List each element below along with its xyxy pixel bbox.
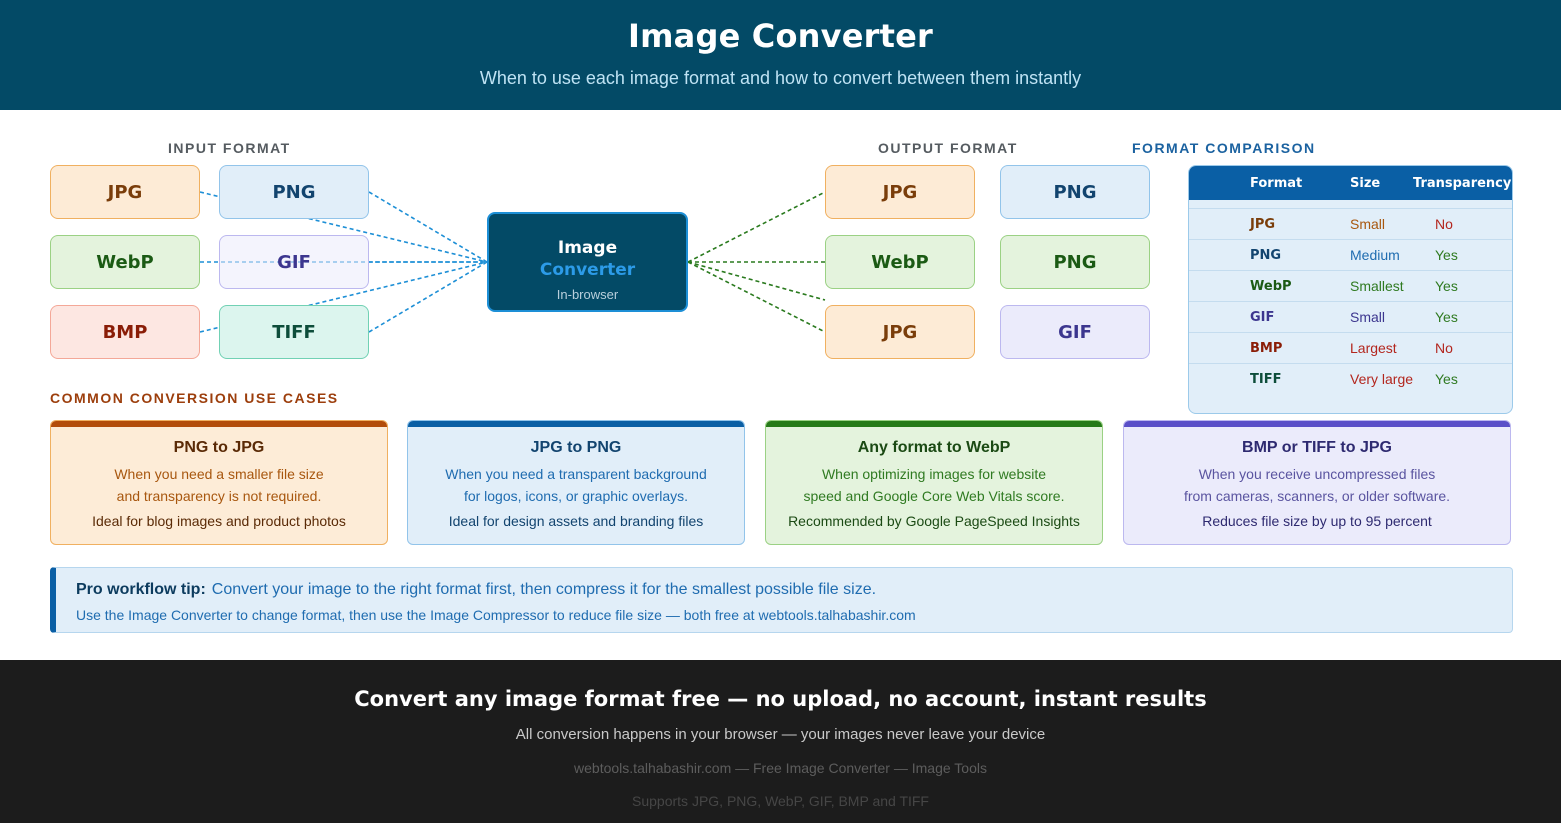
footer-headline: Convert any image format free — no uploa… <box>354 687 1207 711</box>
output-format-gif: GIF <box>1000 305 1150 359</box>
use-case-card-bmp-tiff-to-jpg: BMP or TIFF to JPG When you receive unco… <box>1123 420 1511 545</box>
use-case-description: for logos, icons, or graphic overlays. <box>463 488 689 504</box>
pro-tip-box: Pro workflow tip: Convert your image to t… <box>50 567 1513 633</box>
table-row: TIFF Very large Yes <box>1189 363 1512 395</box>
use-case-note: Recommended by Google PageSpeed Insights <box>788 513 1080 529</box>
table-cell-size: Medium <box>1350 247 1400 263</box>
table-row: WebP Smallest Yes <box>1189 270 1512 302</box>
header-banner: Image Converter When to use each image f… <box>0 0 1561 110</box>
column-header-transparency: Transparency <box>1413 176 1512 191</box>
use-case-title: Any format to WebP <box>857 439 1011 456</box>
table-row: GIF Small Yes <box>1189 301 1512 333</box>
column-header-format: Format <box>1250 176 1303 191</box>
input-format-png: PNG <box>219 165 369 219</box>
input-format-jpg: JPG <box>50 165 200 219</box>
connector-line <box>687 261 826 301</box>
table-cell-format: PNG <box>1250 248 1282 263</box>
table-cell-format: BMP <box>1250 341 1283 356</box>
use-case-description: speed and Google Core Web Vitals score. <box>803 488 1065 504</box>
use-case-title: JPG to PNG <box>530 439 622 456</box>
table-cell-size: Very large <box>1350 371 1414 387</box>
table-cell-size: Small <box>1350 216 1386 232</box>
table-cell-format: GIF <box>1250 310 1275 325</box>
use-case-title: BMP or TIFF to JPG <box>1242 439 1392 456</box>
converter-title: Image <box>557 238 618 258</box>
use-case-description: When you need a smaller file size <box>114 466 324 482</box>
footer-supported-formats: Supports JPG, PNG, WebP, GIF, BMP and TI… <box>632 793 929 809</box>
use-case-card-jpg-to-png: JPG to PNG When you need a transparent b… <box>407 420 745 545</box>
use-case-title: PNG to JPG <box>173 439 265 456</box>
converter-subtitle: Converter <box>539 260 636 280</box>
output-format-label: OUTPUT FORMAT <box>878 140 1018 156</box>
output-format-webp: WebP <box>825 235 975 289</box>
card-accent-bar <box>51 421 387 427</box>
input-format-webp: WebP <box>50 235 200 289</box>
table-cell-transparency: Yes <box>1435 309 1458 325</box>
converter-caption: In-browser <box>556 287 619 302</box>
table-cell-size: Smallest <box>1350 278 1404 294</box>
use-case-description: When you receive uncompressed files <box>1198 466 1436 482</box>
table-cell-format: WebP <box>1250 279 1292 294</box>
table-cell-size: Small <box>1350 309 1386 325</box>
input-format-gif: GIF <box>219 235 369 289</box>
column-header-size: Size <box>1350 176 1381 191</box>
connector-line <box>368 191 488 263</box>
table-row: JPG Small No <box>1189 208 1512 240</box>
output-format-jpg: JPG <box>825 165 975 219</box>
use-case-note: Ideal for blog images and product photos <box>92 513 346 529</box>
use-case-note: Ideal for design assets and branding fil… <box>448 513 704 529</box>
table-cell-format: TIFF <box>1250 372 1282 387</box>
card-accent-bar <box>408 421 744 427</box>
use-case-description: When you need a transparent background <box>445 466 707 482</box>
pro-tip-detail: Use the Image Converter to change format… <box>76 607 916 623</box>
use-case-note: Reduces file size by up to 95 percent <box>1202 513 1432 529</box>
table-cell-transparency: Yes <box>1435 371 1458 387</box>
card-accent-bar <box>766 421 1102 427</box>
footer-privacy-note: All conversion happens in your browser —… <box>515 726 1046 743</box>
table-row: PNG Medium Yes <box>1189 239 1512 271</box>
converter-node: Image Converter In-browser <box>487 212 688 312</box>
table-cell-transparency: Yes <box>1435 278 1458 294</box>
pro-tip-text: Convert your image to the right format f… <box>211 581 877 598</box>
use-case-card-any-to-webp: Any format to WebP When optimizing image… <box>765 420 1103 545</box>
output-format-jpg: JPG <box>825 305 975 359</box>
input-format-tiff: TIFF <box>219 305 369 359</box>
table-cell-transparency: Yes <box>1435 247 1458 263</box>
use-case-description: When optimizing images for website <box>821 466 1047 482</box>
table-cell-transparency: No <box>1435 340 1453 356</box>
connector-line <box>687 261 826 333</box>
format-comparison-label: FORMAT COMPARISON <box>1132 140 1316 156</box>
output-format-png: PNG <box>1000 235 1150 289</box>
footer: Convert any image format free — no uploa… <box>0 660 1561 823</box>
use-case-description: and transparency is not required. <box>116 488 322 504</box>
input-format-label: INPUT FORMAT <box>168 140 291 156</box>
pro-tip-label: Pro workflow tip: <box>76 581 206 598</box>
connector-line <box>368 261 488 333</box>
table-row: BMP Largest No <box>1189 332 1512 364</box>
format-comparison-table: Format Size Transparency JPG Small No PN… <box>1188 165 1513 414</box>
table-cell-size: Largest <box>1350 340 1397 356</box>
table-cell-transparency: No <box>1435 216 1453 232</box>
page-title: Image Converter <box>628 17 933 55</box>
use-case-card-png-to-jpg: PNG to JPG When you need a smaller file … <box>50 420 388 545</box>
footer-site-credit: webtools.talhabashir.com — Free Image Co… <box>574 760 987 776</box>
use-case-description: from cameras, scanners, or older softwar… <box>1183 488 1451 504</box>
pro-tip-line: Pro workflow tip: Convert your image to t… <box>76 581 876 599</box>
table-header: Format Size Transparency <box>1189 166 1512 200</box>
connector-line <box>687 191 826 263</box>
card-accent-bar <box>1124 421 1510 427</box>
output-format-png: PNG <box>1000 165 1150 219</box>
page-subtitle: When to use each image format and how to… <box>479 68 1082 88</box>
use-cases-label: COMMON CONVERSION USE CASES <box>50 390 339 406</box>
input-format-bmp: BMP <box>50 305 200 359</box>
table-cell-format: JPG <box>1250 217 1276 232</box>
